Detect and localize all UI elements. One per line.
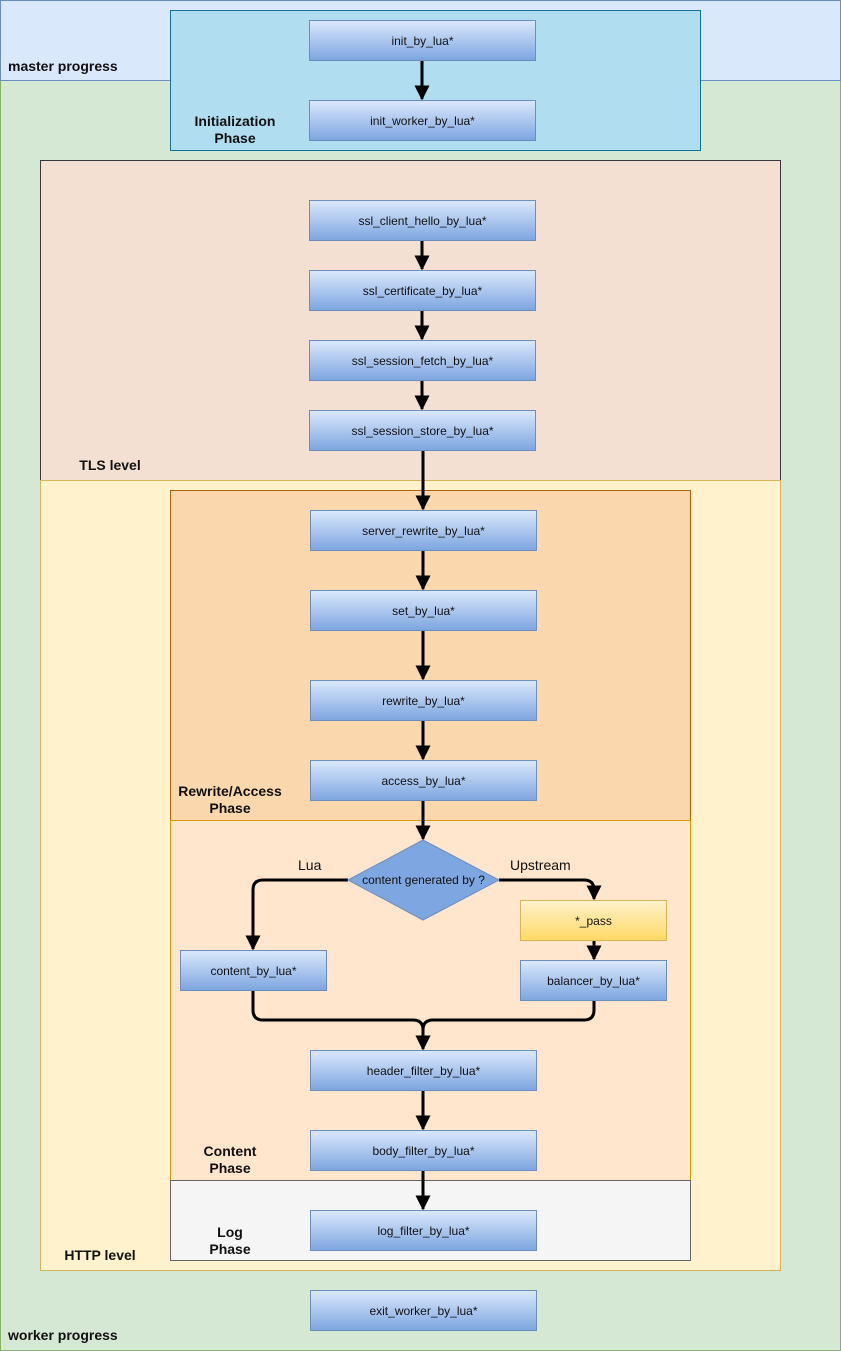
edge-label-upstream: Upstream [510,857,571,873]
edge-balancer-to-header-filter [415,1000,596,1051]
node-exit-worker-by-lua: exit_worker_by_lua* [310,1290,537,1331]
node-server-rewrite-by-lua: server_rewrite_by_lua* [310,510,537,551]
rewrite-access-phase-label: Rewrite/Access Phase [178,783,282,816]
decision-diamond [346,839,501,921]
node-pass: *_pass [520,900,667,941]
decision-label: content generated by ? [362,873,485,887]
master-progress-label: master progress [8,58,118,74]
tls-level-label: TLS level [79,457,141,473]
node-set-by-lua: set_by_lua* [310,590,537,631]
node-body-filter-by-lua: body_filter_by_lua* [310,1130,537,1171]
node-access-by-lua: access_by_lua* [310,760,537,801]
http-level-label: HTTP level [64,1247,136,1263]
node-ssl-certificate-by-lua: ssl_certificate_by_lua* [309,270,536,311]
edge-decision-to-content-lua [245,878,348,951]
worker-progress-label: worker progress [8,1327,118,1343]
initialization-phase-label: Initialization Phase [194,113,276,146]
node-balancer-by-lua: balancer_by_lua* [520,960,667,1001]
content-phase-label: Content Phase [203,1143,257,1176]
node-ssl-session-fetch-by-lua: ssl_session_fetch_by_lua* [309,340,536,381]
log-phase-label: Log Phase [209,1224,251,1257]
node-ssl-session-store-by-lua: ssl_session_store_by_lua* [309,410,536,451]
edge-decision-to-pass-upstream [499,878,602,901]
node-content-by-lua: content_by_lua* [180,950,327,991]
node-log-filter-by-lua: log_filter_by_lua* [310,1210,537,1251]
node-ssl-client-hello-by-lua: ssl_client_hello_by_lua* [309,200,536,241]
node-init-worker-by-lua: init_worker_by_lua* [309,100,536,141]
node-header-filter-by-lua: header_filter_by_lua* [310,1050,537,1091]
node-init-by-lua: init_by_lua* [309,20,536,61]
edge-content-to-header-filter [251,990,431,1051]
node-rewrite-by-lua: rewrite_by_lua* [310,680,537,721]
edge-label-lua: Lua [298,857,322,873]
